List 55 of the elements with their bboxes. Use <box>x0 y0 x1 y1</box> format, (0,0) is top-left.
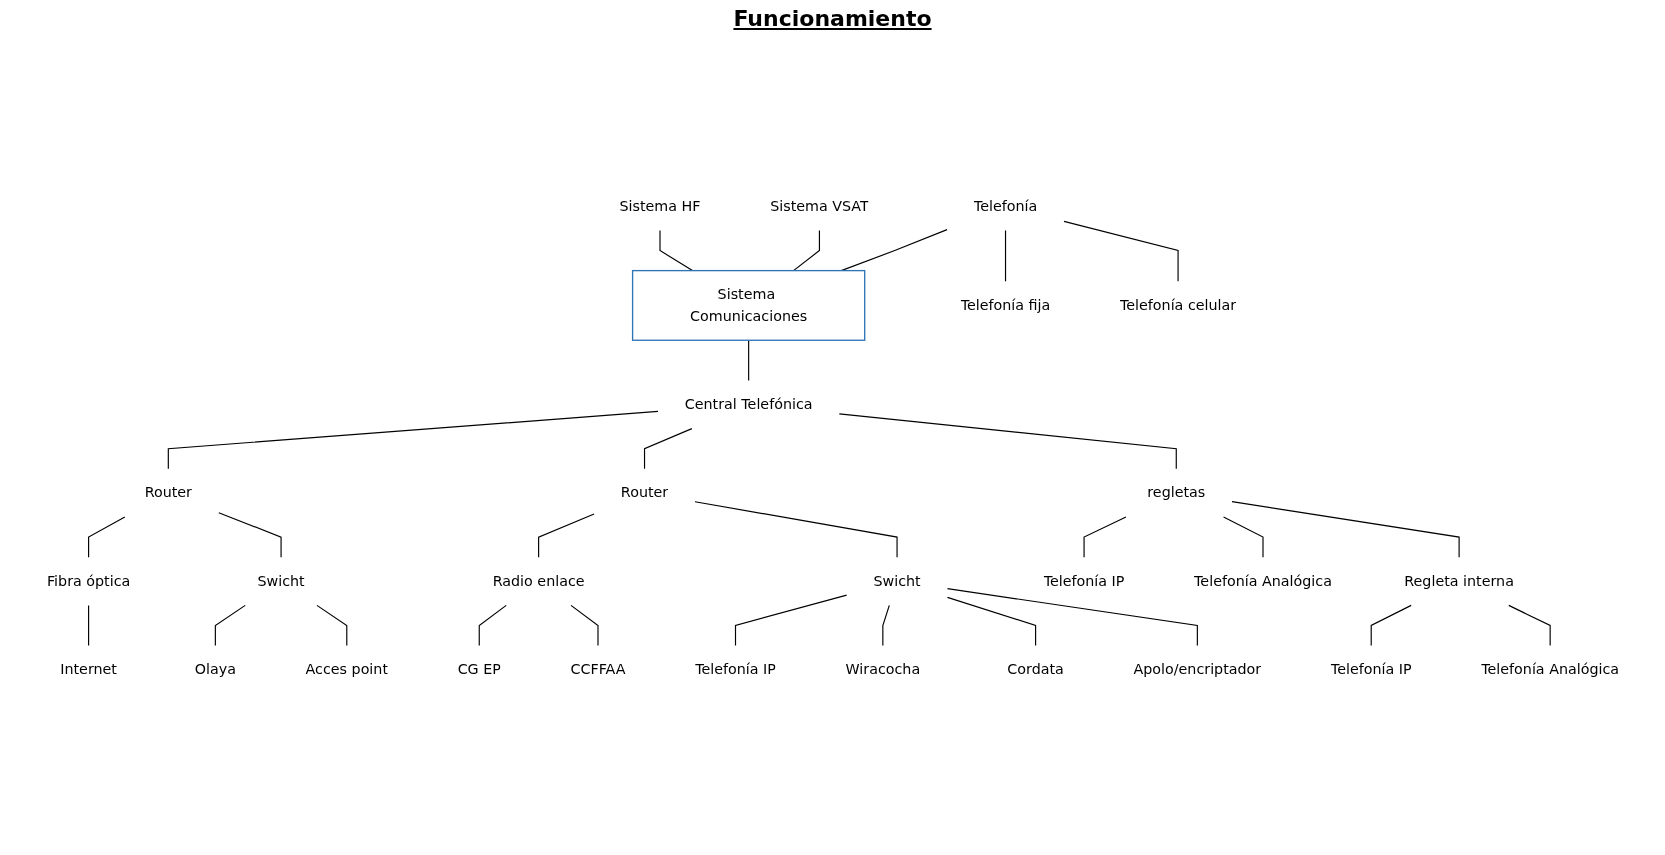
node-text: Acces point <box>305 660 388 678</box>
node-text: Swicht <box>872 572 921 590</box>
node-text: CG EP <box>457 660 501 678</box>
connector <box>881 604 890 647</box>
node-text: Telefonía IP <box>1043 572 1124 590</box>
connector <box>643 428 692 470</box>
connector <box>734 594 847 647</box>
node-box: Sistema Comunicaciones <box>631 269 865 341</box>
connector <box>1222 516 1264 558</box>
connector <box>1230 501 1460 558</box>
connector <box>1083 516 1127 558</box>
connector <box>747 339 749 381</box>
node-text: Telefonía IP <box>694 660 776 678</box>
node-text: Olaya <box>194 660 236 678</box>
node-text: Router <box>620 483 668 501</box>
node-text: Telefonía Analógica <box>1480 660 1619 678</box>
node-text: Telefonía IP <box>1330 660 1412 678</box>
node-text: Telefonía fija <box>960 296 1050 314</box>
connector <box>569 604 599 647</box>
connector <box>1062 220 1179 282</box>
node-text: Apolo/encriptador <box>1132 660 1261 678</box>
connector <box>1004 229 1006 282</box>
node-text: Central Telefónica <box>684 395 813 413</box>
connector <box>87 604 89 647</box>
node-text: Fibra óptica <box>46 572 130 590</box>
connector <box>537 513 595 558</box>
connector <box>946 588 1198 647</box>
node-text: Regleta interna <box>1403 572 1514 590</box>
node-text: Sistema VSAT <box>769 197 869 215</box>
node-text: Wiracocha <box>845 660 920 678</box>
connector <box>792 229 820 272</box>
node-text: Telefonía <box>973 197 1037 215</box>
connector <box>217 512 282 558</box>
connector <box>838 413 1177 470</box>
node-text: Swicht <box>256 572 305 590</box>
connector <box>1507 604 1551 647</box>
diagram-title: Funcionamiento <box>732 6 933 31</box>
connector <box>87 516 125 558</box>
node-text: Router <box>144 483 192 501</box>
connector <box>214 604 246 647</box>
node-text: regletas <box>1146 483 1205 501</box>
connector <box>1370 604 1412 647</box>
connector <box>315 604 347 647</box>
connector <box>693 501 898 558</box>
node-text: Cordata <box>1006 660 1064 678</box>
node-text: CCFFAA <box>569 660 625 678</box>
node-text: Internet <box>59 660 117 678</box>
connector <box>478 604 507 647</box>
connector <box>167 410 659 470</box>
node-text: Radio enlace <box>492 572 585 590</box>
connector <box>946 596 1036 647</box>
node-text: Telefonía celular <box>1119 296 1236 314</box>
connector <box>658 229 693 272</box>
node-text: Sistema HF <box>618 197 701 215</box>
node-text: Telefonía Analógica <box>1193 572 1332 590</box>
